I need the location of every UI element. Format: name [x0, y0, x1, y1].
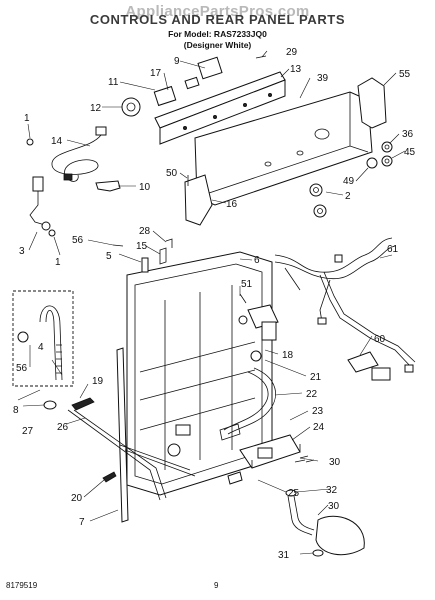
- callout-61: 61: [387, 244, 399, 255]
- callout-18: 18: [282, 350, 294, 361]
- callout-36: 36: [402, 129, 414, 140]
- console-screw: [255, 55, 267, 59]
- pump-housing: [315, 515, 365, 556]
- callout-27: 27: [22, 426, 34, 437]
- callout-4: 4: [38, 342, 44, 353]
- inlet-hose-fitting: [29, 176, 51, 231]
- left-end-cap: [184, 174, 213, 226]
- callout-30-upper: 30: [329, 457, 341, 468]
- callout-15: 15: [136, 241, 148, 252]
- callout-1-top: 1: [24, 113, 30, 124]
- callout-22: 22: [306, 389, 318, 400]
- lid-switch-connector: [371, 367, 391, 381]
- callout-9: 9: [174, 56, 180, 67]
- callout-21: 21: [310, 372, 322, 383]
- leveling-leg-rear: [71, 397, 95, 411]
- callout-1-bottom: 1: [55, 257, 61, 268]
- callout-11: 11: [108, 77, 119, 88]
- callout-6: 6: [254, 255, 260, 266]
- rotary-switch: [197, 56, 223, 80]
- hinge-clip: [159, 247, 167, 265]
- vacuum-break: [219, 423, 241, 441]
- callout-5: 5: [106, 251, 112, 262]
- inlet-hose-washer: [250, 350, 262, 362]
- callout-44: 45: [404, 147, 416, 158]
- lid-switch: [347, 351, 379, 373]
- right-end-cap: [357, 77, 387, 129]
- document-number: 8179519: [6, 581, 38, 590]
- side-strip: [116, 347, 129, 523]
- callout-26: 26: [57, 422, 69, 433]
- pump-outlet-clamp: [312, 549, 324, 557]
- callout-60: 60: [374, 334, 386, 345]
- washer-ring-lower: [48, 229, 56, 237]
- water-valve: [238, 304, 279, 341]
- retainer-clip: [165, 238, 173, 248]
- callout-25: 25: [288, 488, 300, 499]
- temperature-switch: [184, 76, 200, 90]
- valve-screw: [239, 293, 247, 304]
- callout-23: 23: [312, 406, 324, 417]
- page-number: 9: [214, 581, 219, 590]
- callout-45: 49: [343, 176, 355, 187]
- callout-56: 56: [16, 363, 28, 374]
- model-subtitle: (Designer White): [183, 40, 252, 50]
- model-line: For Model: RAS7233JQ0: [168, 29, 267, 39]
- panel-screw: [112, 244, 124, 247]
- callout-3: 3: [19, 246, 25, 257]
- cord-clamp: [95, 180, 121, 192]
- hose-clamp: [43, 400, 57, 410]
- diagram-title: CONTROLS AND REAR PANEL PARTS: [89, 12, 346, 27]
- control-knobs: [309, 141, 393, 218]
- callout-30-lower: 30: [328, 501, 340, 512]
- callout-13: 13: [290, 64, 302, 75]
- callout-31: 31: [278, 550, 290, 561]
- callout-14: 14: [51, 136, 63, 147]
- callout-17: 17: [150, 68, 162, 79]
- callout-16: 16: [226, 199, 238, 210]
- callout-labels: 9 17 29 13 11 12 39 55 1 14 10 36 45 49 …: [13, 47, 416, 561]
- callout-51: 55: [399, 69, 411, 80]
- drain-pump-hose: [285, 489, 315, 536]
- callout-39: 39: [317, 73, 329, 84]
- callout-7: 7: [79, 517, 85, 528]
- control-bracket: [154, 71, 286, 145]
- drain-hose-kit-box: [12, 290, 74, 387]
- callout-10: 10: [139, 182, 151, 193]
- callout-24: 24: [313, 422, 325, 433]
- callout-55: 56: [72, 235, 84, 246]
- drain-hose: [17, 305, 63, 381]
- callout-2: 2: [345, 191, 351, 202]
- callout-19: 19: [92, 376, 104, 387]
- pump-assembly: [239, 434, 301, 469]
- rear-panel-clip: [141, 257, 149, 273]
- leveling-leg-front: [102, 471, 117, 483]
- drive-rod: [67, 409, 196, 501]
- callout-8: 8: [13, 405, 19, 416]
- callout-28: 28: [139, 226, 151, 237]
- power-cord: [51, 126, 107, 182]
- washer-ring: [26, 138, 34, 146]
- watermark-text: AppliancePartsPros.com: [125, 3, 310, 20]
- pump-clamp: [227, 471, 243, 485]
- timer-body: [121, 97, 141, 117]
- callout-leader-lines: [17, 50, 406, 555]
- speed-switch: [153, 85, 177, 107]
- callout-49: 50: [166, 168, 178, 179]
- callout-20: 20: [71, 493, 83, 504]
- callout-32: 32: [326, 485, 338, 496]
- callout-50: 51: [241, 279, 253, 290]
- wiring-harness: [274, 237, 416, 373]
- callout-12: 12: [90, 103, 102, 114]
- callout-29: 29: [286, 47, 298, 58]
